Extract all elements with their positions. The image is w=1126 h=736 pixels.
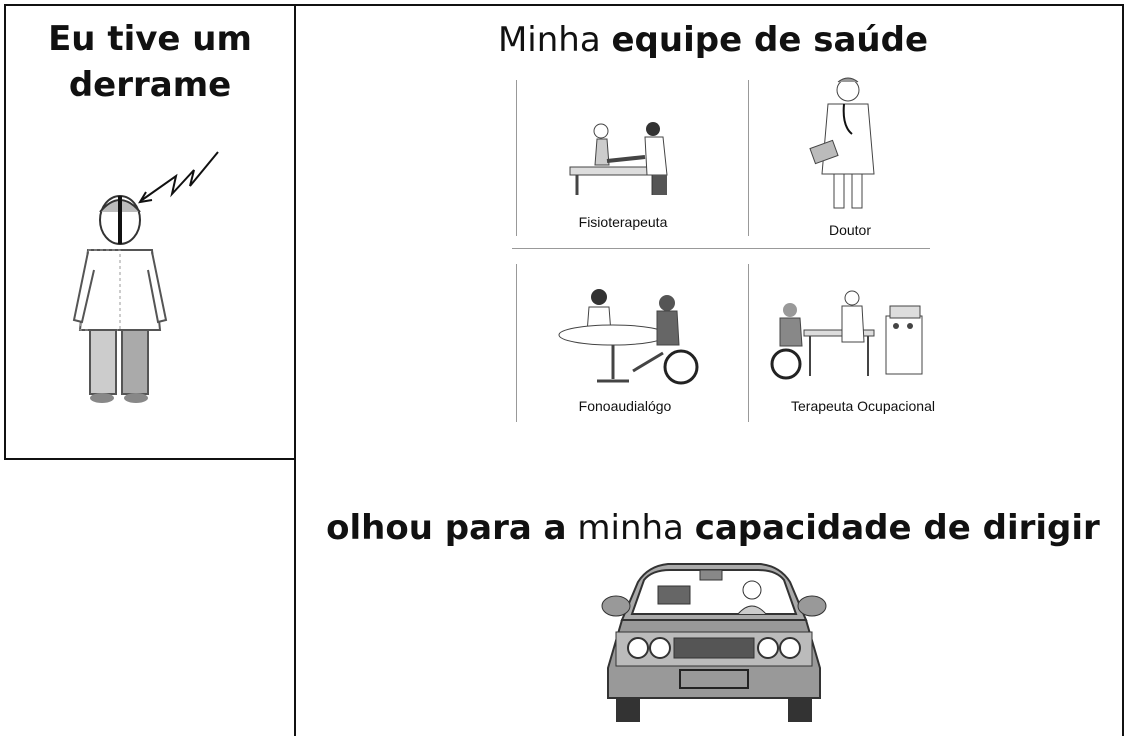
member-label-doctor: Doutor [828,222,872,238]
driving-title: olhou para a minha capacidade de dirigir [300,508,1126,548]
team-grid-middle-top [748,80,749,236]
stroke-title: Eu tive um derrame [8,16,292,108]
team-grid-middle-bottom [748,264,749,422]
stroke-person-illustration [72,151,219,403]
car-illustration [601,563,827,722]
team-grid-left-bottom [516,264,517,422]
doctor-illustration [809,77,875,209]
member-label-speech-therapist: Fonoaudialógo [578,398,672,414]
member-label-physiotherapist: Fisioterapeuta [578,214,668,230]
right-border [1122,4,1124,736]
driving-title-part3: capacidade de dirigir [694,508,1100,548]
left-panel-top-border [4,4,1124,6]
physiotherapist-illustration [569,122,668,195]
vertical-divider [294,4,296,736]
stroke-title-line2: derrame [68,65,232,105]
occupational-therapist-illustration [770,290,923,380]
stroke-title-line1: Eu tive um [48,19,252,59]
team-title-normal: Minha [497,20,601,60]
team-grid-left-top [516,80,517,236]
member-label-occupational-therapist: Terapeuta Ocupacional [791,398,935,414]
driving-title-part1: olhou para a [326,508,567,548]
left-panel-left-border [4,4,6,460]
team-title-bold: equipe de saúde [611,20,929,60]
team-grid-horizontal [512,248,930,249]
left-panel-bottom-border [4,458,296,460]
speech-therapist-illustration [558,289,699,385]
driving-title-part2: minha [577,508,684,548]
team-title: Minha equipe de saúde [300,20,1126,60]
